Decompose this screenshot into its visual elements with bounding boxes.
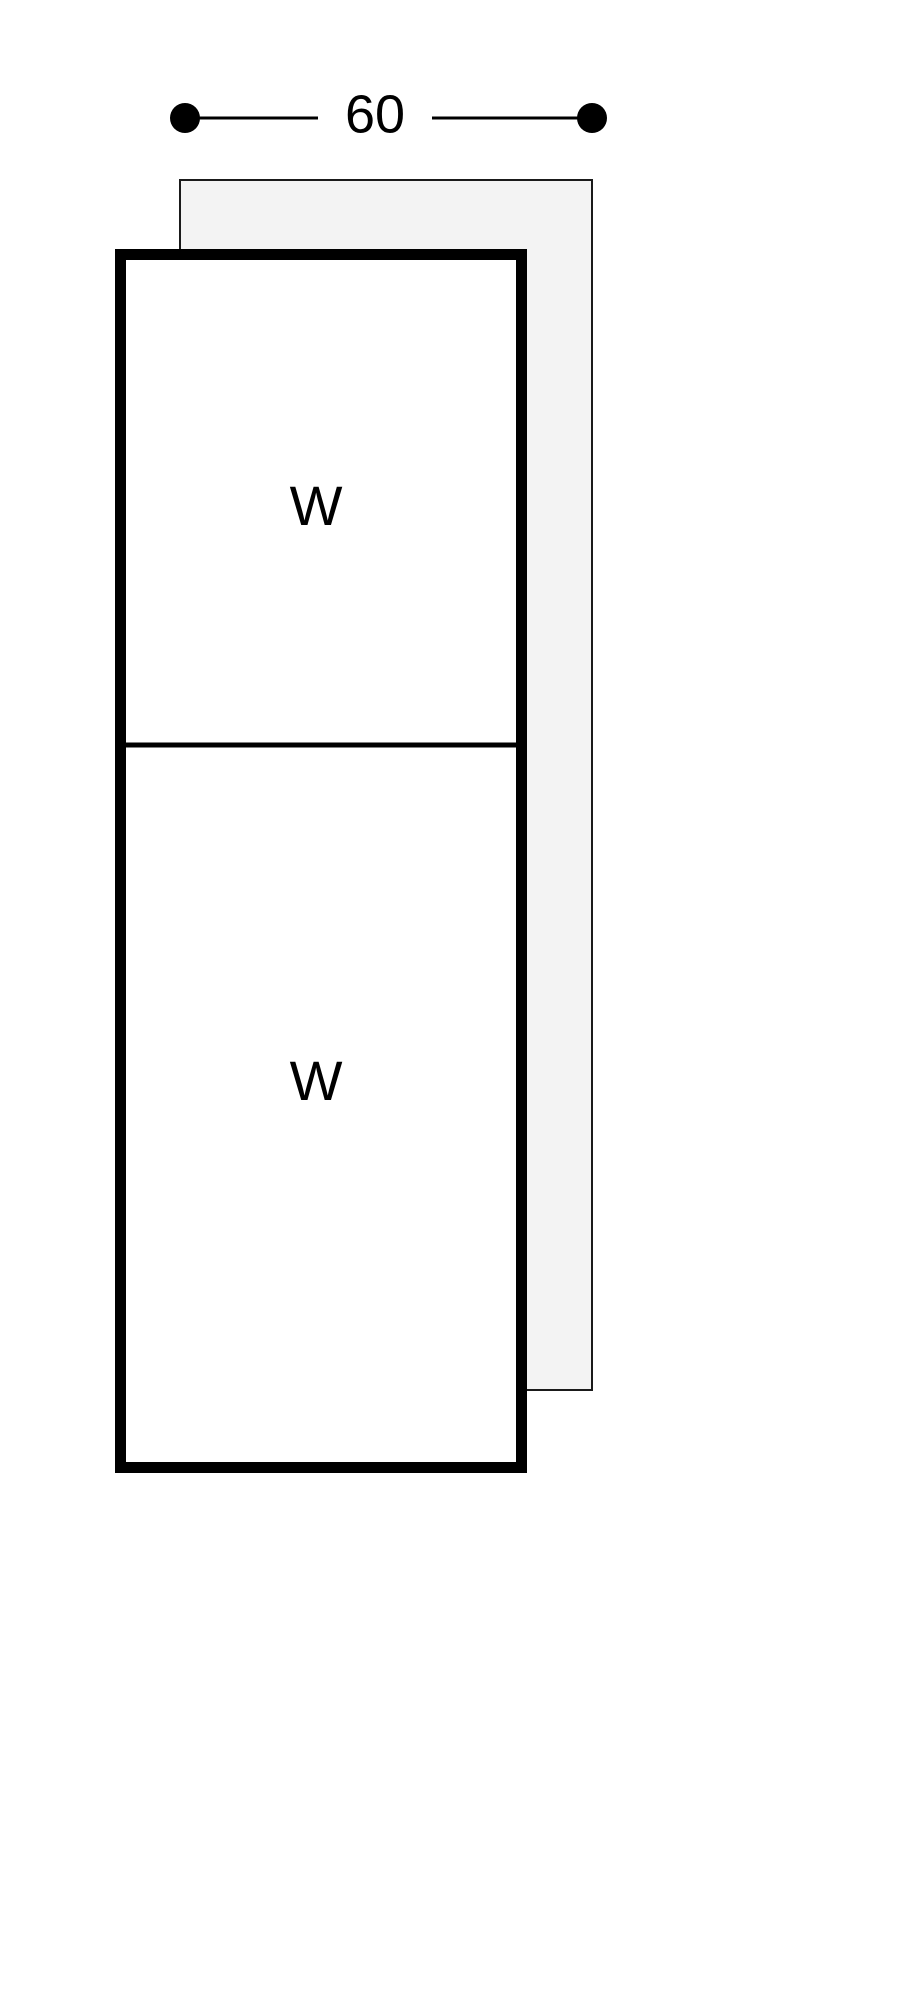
dimension-endpoint-dot-left <box>170 103 200 133</box>
dimension-value-label: 60 <box>345 84 405 144</box>
dimension-endpoint-dot-right <box>577 103 607 133</box>
compartment-label-upper: W <box>290 474 343 537</box>
cabinet-front-outline <box>115 249 527 1473</box>
compartment-label-lower: W <box>290 1049 343 1112</box>
width-dimension: 60 <box>170 84 607 144</box>
